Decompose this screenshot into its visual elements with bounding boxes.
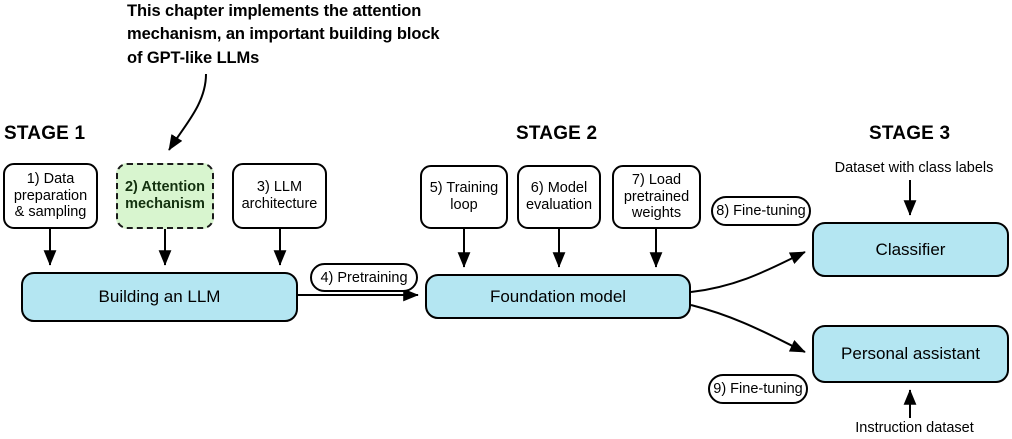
node-pretraining[interactable]: 4) Pretraining (310, 263, 418, 292)
node-classifier[interactable]: Classifier (812, 222, 1009, 277)
node-llm-architecture[interactable]: 3) LLM architecture (232, 163, 327, 229)
node-foundation-model[interactable]: Foundation model (425, 274, 691, 319)
chapter-annotation-text: This chapter implements the attention me… (127, 2, 440, 67)
annotation-pointer-arrow (168, 73, 207, 151)
node-model-evaluation[interactable]: 6) Model evaluation (517, 165, 601, 229)
node-load-pretrained-weights[interactable]: 7) Load pretrained weights (612, 165, 701, 229)
edge-foundation-to-classifier (690, 251, 806, 293)
label-dataset-with-class-labels: Dataset with class labels (834, 160, 994, 176)
node-attention-mechanism[interactable]: 2) Attention mechanism (116, 163, 214, 229)
stage-2-label: STAGE 2 (516, 123, 598, 144)
node-personal-assistant[interactable]: Personal assistant (812, 325, 1009, 383)
edge-foundation-to-assistant (690, 304, 806, 353)
node-fine-tuning-8[interactable]: 8) Fine-tuning (711, 196, 811, 226)
label-instruction-dataset: Instruction dataset (855, 420, 974, 436)
node-building-an-llm[interactable]: Building an LLM (21, 272, 298, 322)
stage-3-label: STAGE 3 (869, 123, 951, 144)
node-fine-tuning-9[interactable]: 9) Fine-tuning (708, 374, 808, 404)
node-data-preparation[interactable]: 1) Data preparation & sampling (3, 163, 98, 229)
stage-1-label: STAGE 1 (4, 123, 86, 144)
node-training-loop[interactable]: 5) Training loop (420, 165, 508, 229)
